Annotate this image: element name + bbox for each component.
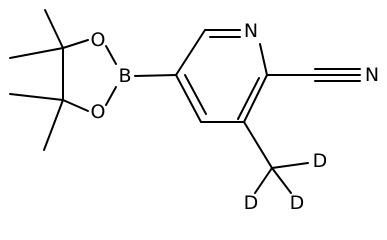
bond-c-d-bottom-left [254, 167, 273, 194]
bond-c4-c5-inner [184, 74, 207, 115]
bond-c-d-bottom-right [271, 167, 292, 194]
bond-c2-c3-inner [237, 77, 260, 120]
bond-n1-c2 [259, 43, 268, 76]
pinacol-boronate-group [9, 9, 177, 151]
chemical-structure: O O B N N D D D [9, 9, 379, 214]
atom-nitrile-nitrogen: N [365, 64, 379, 86]
pyridine-ring [175, 29, 268, 123]
atom-ring-nitrogen: N [244, 20, 258, 42]
bond-b-c5-ring [134, 74, 177, 77]
trideuteromethyl-group [243, 121, 309, 194]
atom-deuterium-right: D [313, 150, 328, 172]
nitrile-group [266, 68, 361, 82]
bond-c-d-right [271, 162, 309, 169]
atom-deuterium-bottom-left: D [244, 192, 259, 214]
atom-deuterium-bottom-right: D [290, 192, 305, 214]
bond-methyl-3 [9, 93, 64, 101]
bond-c4-c5 [175, 74, 202, 123]
atom-boron: B [118, 65, 131, 87]
bond-c3-cd3 [243, 121, 273, 169]
bond-methyl-1 [44, 9, 64, 49]
bond-methyl-4 [43, 99, 64, 151]
bond-methyl-2 [9, 47, 64, 59]
bond-c4-o-top [62, 39, 89, 49]
bond-c2-c3 [243, 74, 268, 123]
bond-o-bottom-b [105, 86, 117, 106]
bond-o-top-b [105, 45, 117, 65]
atom-oxygen-top: O [91, 29, 106, 51]
bond-c5-o-bottom [62, 99, 89, 112]
bond-c5-c6 [175, 29, 206, 76]
atom-oxygen-bottom: O [91, 101, 106, 123]
